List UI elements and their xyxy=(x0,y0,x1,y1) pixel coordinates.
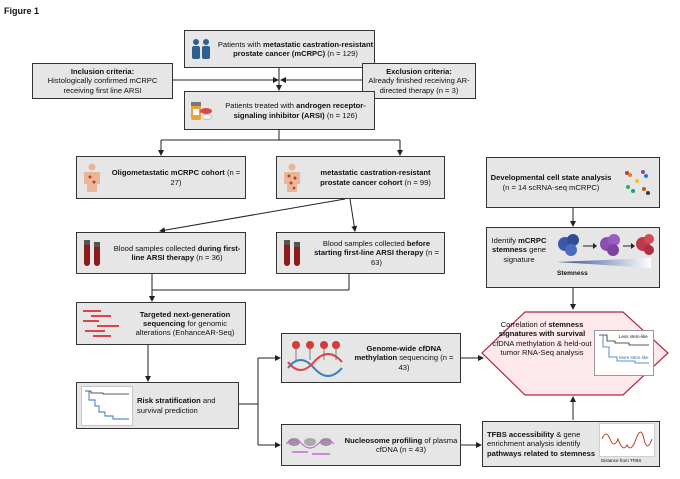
blood-during-post: (n = 36) xyxy=(194,253,223,262)
scatter-umap-icon xyxy=(625,169,650,195)
stemness-signature-box: Identify mCRPC stemness gene signature S… xyxy=(486,227,660,288)
methylation-bold: Genome-wide cfDNA methylation xyxy=(354,344,442,363)
patients-bold: metastatic castration-resistant prostate… xyxy=(233,39,374,58)
blood-tube-icon xyxy=(84,240,100,266)
blood-tube-icon xyxy=(284,240,300,266)
correlation-text: Correlation of stemness signatures with … xyxy=(492,320,592,357)
pill-bottle-icon xyxy=(191,101,213,120)
nucleosome-box: Nucleosome profiling of plasma cfDNA (n … xyxy=(281,424,461,466)
blood-before-pre: Blood samples collected xyxy=(322,239,407,249)
risk-post: and survival prediction xyxy=(137,396,216,415)
methylation-post: sequencing (n = 43) xyxy=(397,353,454,372)
stemness-post: gene signature xyxy=(503,245,547,264)
nucleosome-icon xyxy=(286,438,335,455)
stemness-bold: mCRPC stemness xyxy=(491,236,547,255)
tfbs-box: TFBS accessibility & gene enrichment ana… xyxy=(482,421,660,467)
inclusion-text: Histologically confirmed mCRPC receiving… xyxy=(47,76,158,95)
sequencing-reads-icon xyxy=(83,309,119,337)
targeted-sequencing-box: Targeted next-generation sequencing for … xyxy=(76,302,246,345)
exclusion-criteria-box: Exclusion criteria:Already finished rece… xyxy=(362,63,476,99)
inclusion-title: Inclusion criteria: xyxy=(70,67,135,77)
risk-stratification-box: Risk stratification and survival predict… xyxy=(76,382,239,429)
metastatic-bold: metastatic castration-resistant prostate… xyxy=(320,168,431,187)
metastatic-post: (n = 99) xyxy=(402,177,431,187)
targeted-bold: Targeted next-generation sequencing xyxy=(139,309,231,328)
patients-pre: Patients with xyxy=(217,39,263,49)
survival-curve-icon xyxy=(599,334,649,364)
blood-before-post: (n = 63) xyxy=(371,248,439,267)
figure-label: Figure 1 xyxy=(4,6,40,16)
cell-cluster-icon xyxy=(557,234,654,268)
oligometastatic-box: Oligometastatic mCRPC cohort (n = 27) xyxy=(76,156,246,199)
metastatic-cohort-box: metastatic castration-resistant prostate… xyxy=(276,156,445,199)
stemness-pre: Identify xyxy=(491,236,519,245)
arsi-pre: Patients treated with xyxy=(225,101,297,111)
km-curve-icon xyxy=(81,385,133,426)
blood-before-box: Blood samples collected before starting … xyxy=(276,232,445,274)
arsi-post: (n = 126) xyxy=(324,110,358,120)
tfbs-bold-2: pathways related to stemness xyxy=(487,448,596,458)
developmental-bold: Developmental cell state analysis xyxy=(490,173,612,183)
correlation-km-plot: Less stem-like More stem-like xyxy=(594,330,654,376)
risk-bold: Risk stratification xyxy=(137,396,201,406)
patients-icon xyxy=(192,39,210,59)
methylation-box: Genome-wide cfDNA methylation sequencing… xyxy=(281,333,461,383)
blood-during-pre: Blood samples collected xyxy=(113,243,198,253)
tfbs-xlabel: Distance from TFBS xyxy=(601,458,642,463)
body-icon xyxy=(84,163,100,192)
tfbs-bold-1: TFBS accessibility xyxy=(487,430,555,440)
legend-less-stem: Less stem-like xyxy=(619,334,648,339)
patients-post: (n = 129) xyxy=(325,49,358,58)
blood-during-bold: during first-line ARSI therapy xyxy=(131,243,241,262)
dna-methylation-icon xyxy=(287,341,343,377)
exclusion-title: Exclusion criteria: xyxy=(386,67,452,77)
correlation-post: cfDNA methylation & held-out tumor RNA-S… xyxy=(492,338,592,357)
nucleosome-post: of plasma cfDNA (n = 43) xyxy=(375,435,458,454)
coverage-wave-icon xyxy=(599,423,655,457)
targeted-post: for genomic alterations (EnhanceAR-Seq) xyxy=(135,318,235,338)
nucleosome-bold: Nucleosome profiling xyxy=(344,435,423,445)
legend-more-stem: More stem-like xyxy=(619,355,649,360)
arsi-bold: androgen receptor-signaling inhibitor (A… xyxy=(233,101,366,120)
blood-before-bold: before starting first-line ARSI therapy xyxy=(314,239,431,258)
blood-during-box: Blood samples collected during first-lin… xyxy=(76,232,246,274)
tfbs-mid: & gene enrichment analysis identify xyxy=(487,430,581,449)
developmental-post: (n = 14 scRNA-seq mCRPC) xyxy=(502,182,600,192)
oligo-post: (n = 27) xyxy=(170,168,241,187)
arsi-box: Patients treated with androgen receptor-… xyxy=(184,91,375,130)
correlation-pre: Correlation of xyxy=(500,320,549,329)
exclusion-text: Already finished receiving AR-directed t… xyxy=(368,76,470,95)
stemness-axis-label: Stemness xyxy=(557,270,588,277)
patients-box: Patients with metastatic castration-resi… xyxy=(184,30,375,68)
inclusion-criteria-box: Inclusion criteria:Histologically confir… xyxy=(32,63,173,99)
oligo-bold: Oligometastatic mCRPC cohort xyxy=(111,168,225,178)
body-icon xyxy=(284,163,300,192)
correlation-bold: stemness signatures with survival xyxy=(498,320,586,339)
developmental-box: Developmental cell state analysis (n = 1… xyxy=(486,157,660,208)
